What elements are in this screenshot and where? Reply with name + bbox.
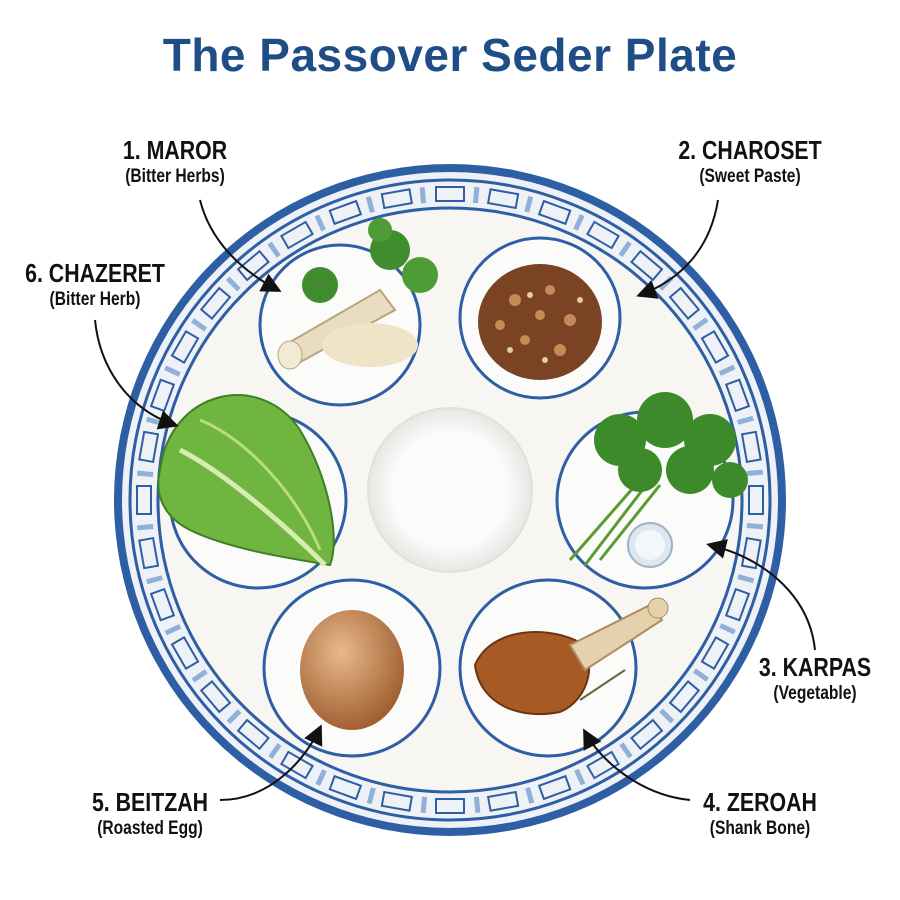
rim-pattern-tile	[138, 536, 160, 570]
rim-pattern-bar	[268, 742, 282, 759]
rim-pattern-tile	[586, 750, 620, 780]
rim-pattern-tile	[136, 485, 152, 515]
rim-pattern-bar	[618, 241, 632, 258]
romaine-lettuce-icon	[157, 394, 335, 567]
rim-pattern-tile	[199, 680, 232, 714]
rim-pattern-tile	[236, 718, 270, 751]
rim-pattern-tile	[586, 220, 620, 250]
arrow-charoset	[636, 199, 719, 299]
rim-pattern-tile	[380, 188, 414, 210]
rim-pattern-tile	[486, 790, 520, 812]
rim-pattern-tile	[435, 798, 465, 814]
rim-pattern-bar	[365, 196, 375, 213]
label-karpas: 3. KARPAS(Vegetable)	[758, 652, 872, 704]
rim-pattern-bar	[525, 787, 535, 804]
rim-pattern	[136, 186, 764, 814]
rim-pattern-bar	[719, 623, 736, 635]
rim-pattern-tile	[435, 186, 465, 202]
rim-pattern-bar	[737, 574, 755, 584]
label-zeroah: 4. ZEROAH(Shank Bone)	[703, 787, 817, 839]
rim-pattern-tile	[630, 718, 664, 751]
rim-pattern-bar	[164, 624, 182, 636]
arrow-zeroah	[583, 728, 691, 801]
charoset-icon	[478, 264, 602, 380]
horseradish-icon	[277, 218, 438, 370]
rim-pattern-bar	[574, 768, 586, 786]
rim-pattern-bar	[692, 317, 709, 331]
arrow-karpas	[706, 539, 816, 651]
rim-pattern-tile	[668, 286, 701, 320]
rim-pattern-tile	[149, 587, 176, 622]
rim-pattern-bar	[473, 796, 481, 813]
rim-pattern-bar	[659, 708, 675, 724]
rim-pattern-tile	[170, 330, 200, 364]
rim-pattern-tile	[537, 199, 572, 226]
rim-pattern-tile	[170, 636, 200, 670]
rim-pattern-bar	[226, 709, 242, 725]
label-chazeret: 6. CHAZERET(Bitter Herb)	[25, 258, 165, 310]
rim-pattern-tile	[537, 774, 572, 801]
label-beitzah: 5. BEITZAH(Roasted Egg)	[91, 787, 209, 839]
rim-pattern-tile	[236, 249, 270, 282]
rim-pattern-tile	[724, 587, 751, 622]
rim-pattern-tile	[280, 220, 314, 250]
rim-pattern-bar	[746, 522, 764, 530]
rim-pattern-bar	[737, 415, 754, 425]
rim-pattern-bar	[746, 469, 763, 477]
rim-pattern-bar	[366, 787, 376, 805]
rim-pattern-bar	[573, 214, 585, 231]
rim-pattern-bar	[315, 769, 327, 786]
rim-pattern-tile	[199, 286, 232, 320]
rim-pattern-tile	[724, 378, 751, 413]
rim-pattern-bar	[472, 186, 480, 204]
rim-pattern-tile	[748, 485, 764, 515]
rim-pattern-bar	[225, 276, 241, 292]
rim-pattern-tile	[328, 199, 363, 226]
shank-bone-icon	[473, 597, 669, 716]
egg-icon	[300, 610, 404, 730]
rim-pattern-tile	[700, 330, 730, 364]
rim-pattern-bar	[137, 523, 154, 531]
rim-pattern-bar	[146, 575, 163, 585]
rim-pattern-bar	[314, 214, 326, 232]
rim-pattern-bar	[136, 470, 154, 478]
label-maror: 1. MAROR(Bitter Herbs)	[122, 135, 228, 187]
arrow-beitzah	[219, 724, 323, 801]
arrow-maror	[199, 199, 282, 292]
rim-pattern-tile	[700, 636, 730, 670]
center-dish	[367, 407, 533, 573]
rim-pattern-tile	[149, 378, 176, 413]
rim-pattern-tile	[668, 680, 701, 714]
rim-pattern-tile	[630, 249, 664, 282]
rim-pattern-tile	[380, 790, 414, 812]
rim-pattern-tile	[740, 536, 762, 570]
rim-pattern-bar	[191, 669, 208, 683]
page-title: The Passover Seder Plate	[162, 29, 738, 81]
arrow-chazeret	[94, 319, 179, 430]
rim-pattern-bar	[524, 195, 534, 213]
label-charoset: 2. CHAROSET(Sweet Paste)	[678, 135, 822, 187]
rim-pattern-bar	[718, 364, 736, 376]
rim-pattern-bar	[267, 241, 281, 258]
rim-pattern-bar	[420, 796, 428, 814]
rim-pattern-tile	[740, 430, 762, 464]
rim-pattern-bar	[692, 668, 709, 682]
parsley-icon	[568, 392, 748, 568]
rim-pattern-bar	[619, 742, 633, 759]
rim-pattern-bar	[164, 365, 181, 377]
rim-pattern-tile	[486, 188, 520, 210]
rim-pattern-tile	[328, 774, 363, 801]
rim-pattern-bar	[191, 318, 208, 332]
rim-pattern-tile	[138, 430, 160, 464]
rim-pattern-bar	[419, 187, 427, 204]
